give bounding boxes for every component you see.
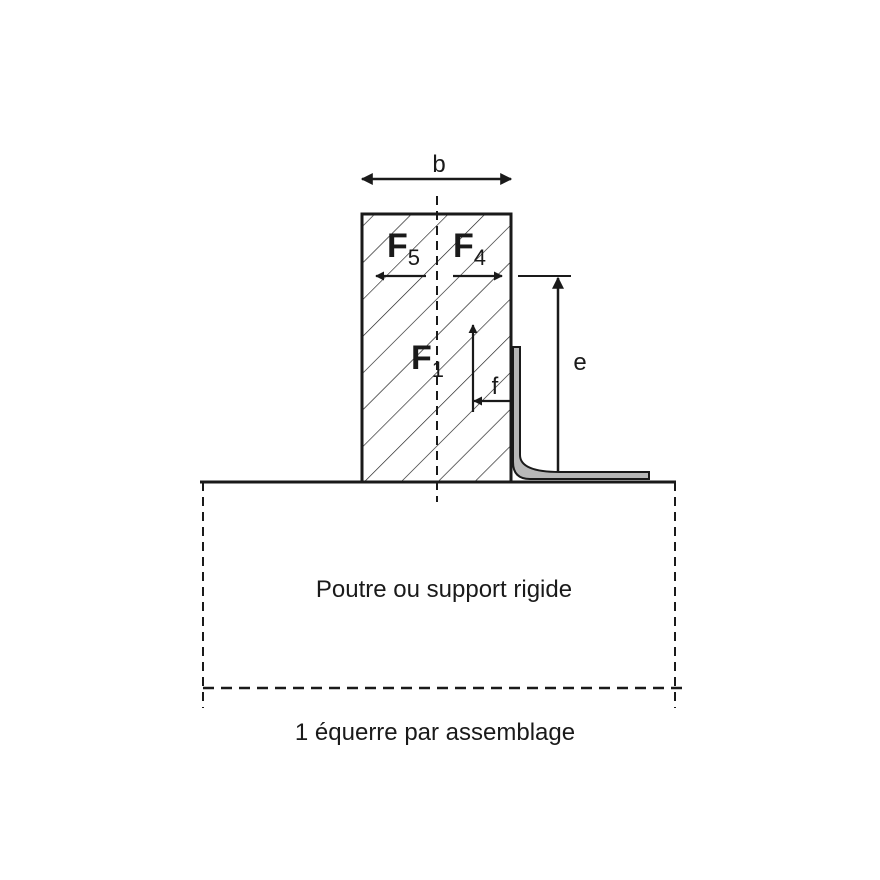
dimension-e-label: e bbox=[573, 349, 586, 376]
force-f1-label: F1 bbox=[411, 339, 444, 382]
offset-f-label: f bbox=[492, 373, 499, 400]
force-f4-label: F4 bbox=[453, 227, 486, 270]
angle-bracket bbox=[512, 346, 650, 480]
support-label: Poutre ou support rigide bbox=[316, 576, 572, 603]
caption: 1 équerre par assemblage bbox=[295, 719, 575, 746]
force-f5-label: F5 bbox=[387, 227, 420, 270]
dimension-b-label: b bbox=[432, 151, 445, 178]
